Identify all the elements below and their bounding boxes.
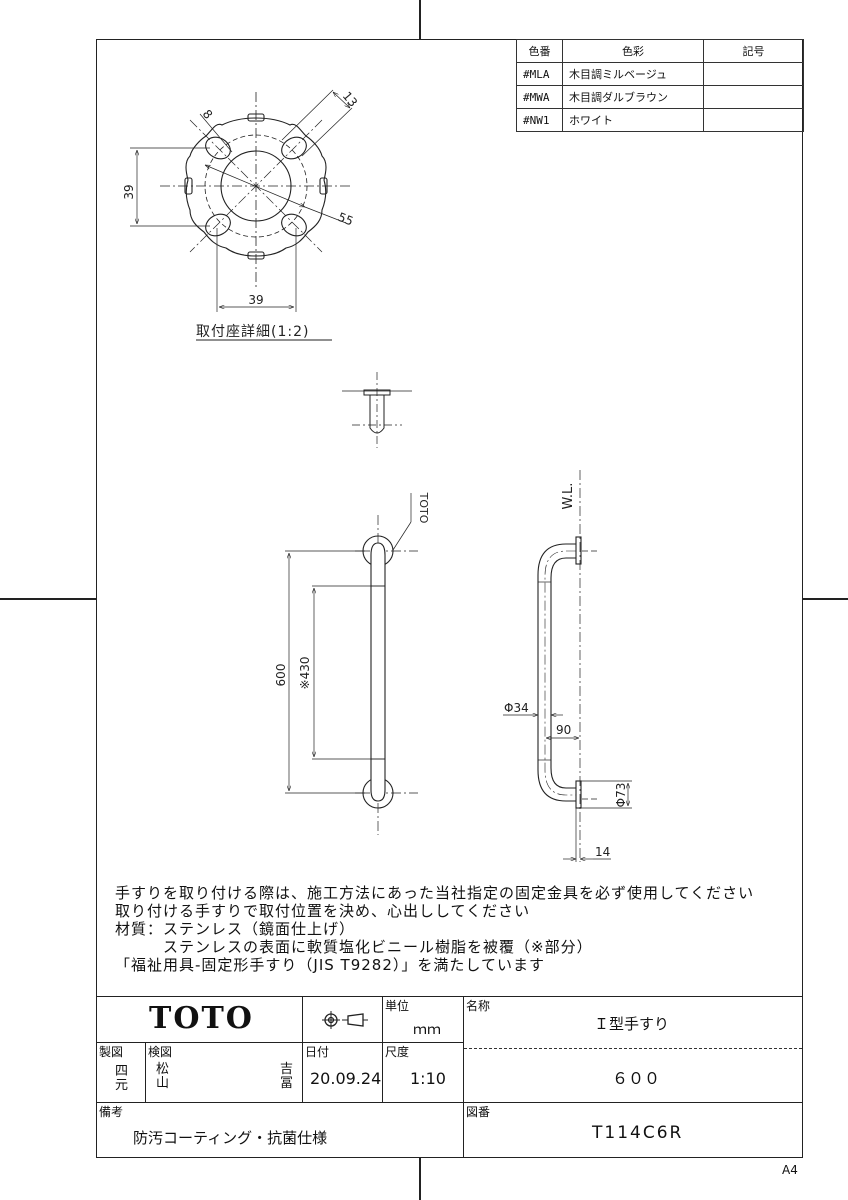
scale-label: 尺度	[385, 1045, 410, 1059]
dim-covered-label: ※430	[298, 657, 312, 690]
logo-mark-label: TOTO	[417, 492, 430, 524]
remarks-cell: 備考 防汚コーティング・抗菌仕様	[96, 1102, 464, 1158]
dim-diameter-label: 55	[336, 210, 355, 229]
checked-cell: 検図 松山 吉冨	[145, 1042, 303, 1103]
drawing-no-value: T114C6R	[592, 1123, 684, 1143]
center-tick-left	[0, 598, 96, 600]
drawn-label: 製図	[99, 1045, 124, 1059]
name-value: Ｉ型手すり	[594, 1015, 670, 1033]
dim-flange-thickness-label: 14	[595, 845, 610, 859]
center-tick-right	[803, 598, 848, 600]
dim-width-label: 39	[248, 293, 263, 307]
note-line: 材質：ステンレス（鏡面仕上げ）	[115, 920, 356, 938]
color-table: 色番 色彩 記号 #MLA 木目調ミルベージュ #MWA 木目調ダルブラウン #…	[516, 39, 804, 132]
dim-slot-length-label: 13	[340, 89, 361, 110]
wall-line-label: W.L.	[561, 483, 576, 510]
header-color-name: 色彩	[562, 39, 704, 63]
size-value: ６００	[612, 1069, 661, 1088]
checked-by-2: 吉冨	[280, 1062, 294, 1091]
table-row: #NW1 ホワイト	[516, 108, 804, 132]
drawing-no-label: 図番	[466, 1105, 491, 1119]
color-mark	[703, 108, 804, 132]
name-cell: 名称 Ｉ型手すり ６００	[463, 996, 803, 1103]
scale-cell: 尺度 1:10	[382, 1042, 464, 1103]
paper-size-label: A4	[782, 1163, 798, 1177]
dim-total-label: 600	[274, 664, 288, 687]
front-view	[285, 493, 418, 835]
projection-cell	[302, 996, 383, 1043]
color-code: #NW1	[516, 108, 563, 132]
unit-value: ｍｍ	[413, 1022, 441, 1038]
remarks-label: 備考	[99, 1105, 124, 1119]
note-line: 取り付ける手すりで取付位置を決め、心出ししてください	[115, 902, 531, 920]
scale-value: 1:10	[410, 1069, 446, 1088]
center-tick-top	[419, 0, 421, 39]
toto-logo: TOTO	[149, 1001, 254, 1036]
color-name: ホワイト	[562, 108, 704, 132]
side-view	[503, 470, 632, 862]
checked-by-1: 松山	[156, 1062, 170, 1091]
remarks-value: 防汚コーティング・抗菌仕様	[133, 1129, 328, 1147]
dim-flange-label: Φ73	[614, 783, 628, 808]
drawn-by: 四元	[115, 1064, 129, 1093]
dim-pipe-label: Φ34	[504, 701, 529, 715]
unit-cell: 単位 ｍｍ	[382, 996, 464, 1043]
front-view-labels: 600 ※430 TOTO	[274, 492, 430, 690]
dim-height-label: 39	[122, 184, 136, 199]
name-label: 名称	[466, 999, 491, 1013]
date-value: 20.09.24	[310, 1069, 382, 1088]
unit-label: 単位	[385, 999, 410, 1013]
dim-projection-label: 90	[556, 723, 571, 737]
color-mark	[703, 85, 804, 109]
drawn-cell: 製図 四元	[96, 1042, 146, 1103]
color-table-header: 色番 色彩 記号	[516, 39, 804, 63]
dim-slot-width-label: 8	[200, 107, 216, 122]
logo-cell: TOTO	[96, 996, 303, 1043]
note-line: 「福祉用具-固定形手すり（JIS T9282）」を満たしています	[115, 956, 545, 974]
mount-detail-caption: 取付座詳細(1:2)	[196, 324, 309, 340]
date-cell: 日付 20.09.24	[302, 1042, 383, 1103]
header-mark: 記号	[703, 39, 804, 63]
top-view	[342, 372, 412, 448]
name-divider	[464, 1048, 802, 1049]
color-name: 木目調ミルベージュ	[562, 62, 704, 86]
drawing-no-cell: 図番 T114C6R	[463, 1102, 803, 1158]
date-label: 日付	[305, 1045, 330, 1059]
header-color-code: 色番	[516, 39, 563, 63]
notes: 手すりを取り付ける際は、施工方法にあった当社指定の固定金具を必ず使用してください…	[115, 884, 754, 974]
third-angle-projection-icon	[322, 1011, 368, 1029]
table-row: #MLA 木目調ミルベージュ	[516, 62, 804, 86]
color-name: 木目調ダルブラウン	[562, 85, 704, 109]
mount-plate-detail	[130, 89, 353, 312]
note-line: 手すりを取り付ける際は、施工方法にあった当社指定の固定金具を必ず使用してください	[115, 884, 755, 902]
center-tick-bottom	[419, 1158, 421, 1200]
checked-label: 検図	[148, 1045, 173, 1059]
note-line: ステンレスの表面に軟質塩化ビニール樹脂を被覆（※部分）	[115, 938, 593, 956]
side-view-labels: W.L. Φ34 90 Φ73 14	[504, 483, 628, 859]
